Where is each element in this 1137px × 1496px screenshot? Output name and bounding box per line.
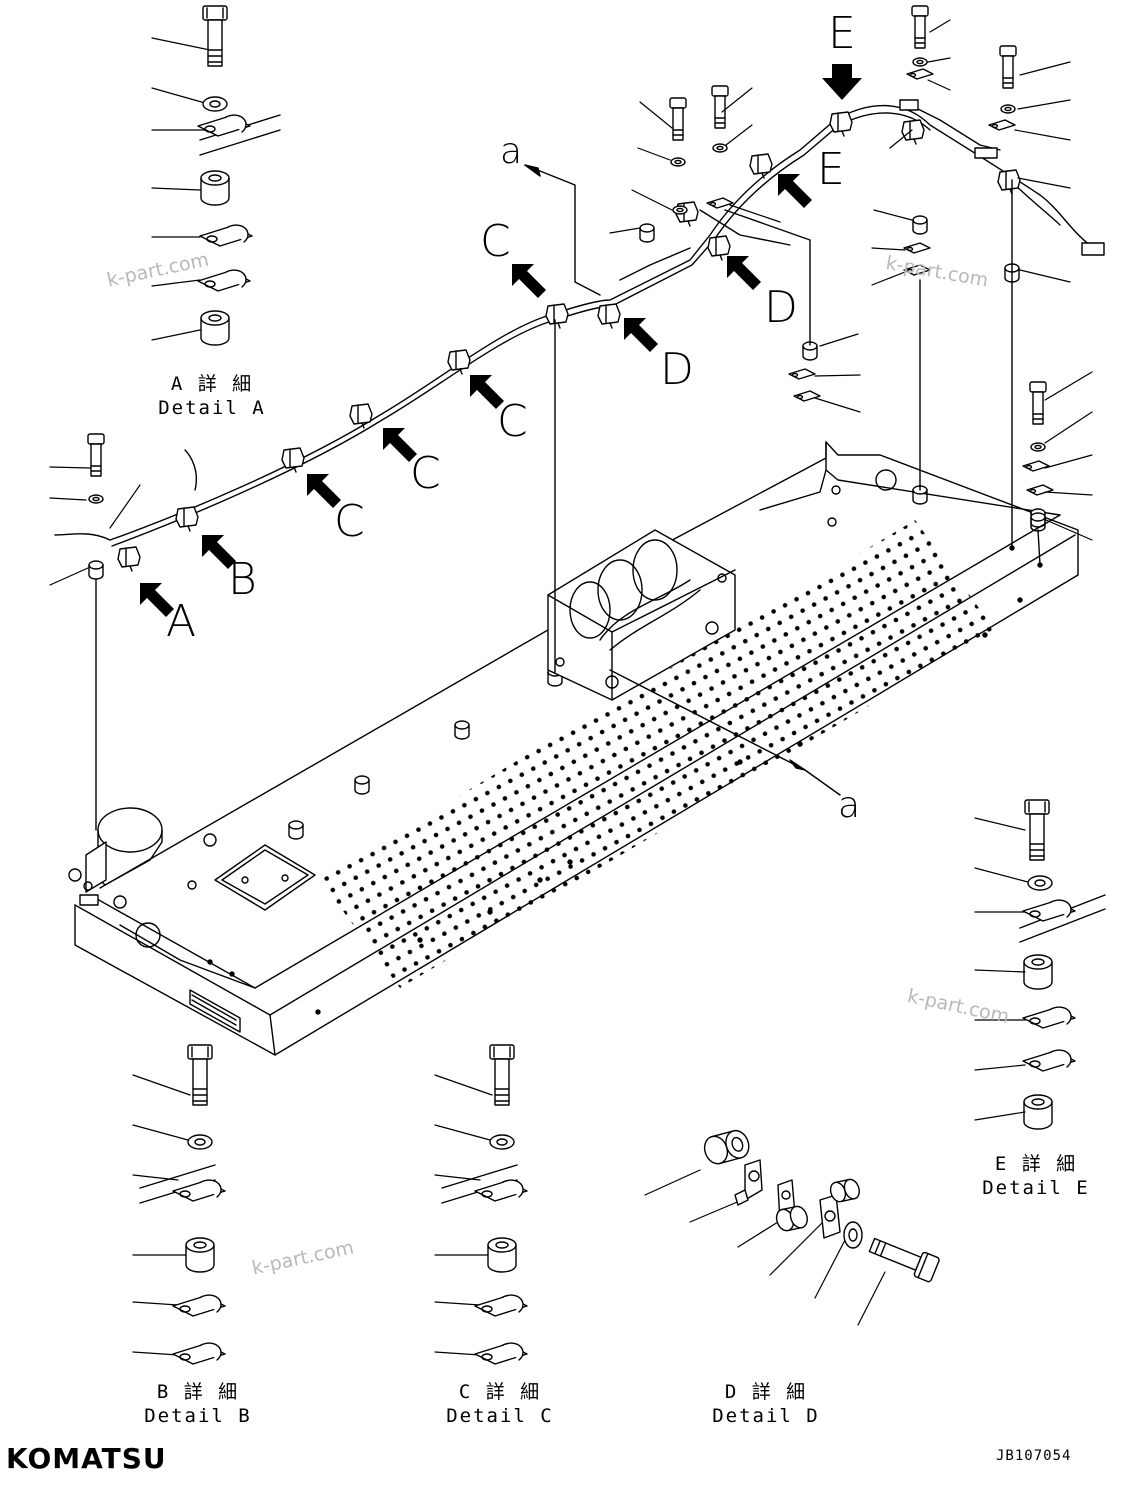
leader-lines (49, 19, 1093, 1356)
arrow-e2 (777, 173, 813, 209)
base-frame (74, 441, 1079, 1056)
detail-a-en: Detail A (158, 397, 266, 419)
arrow-d2 (726, 255, 762, 291)
center-unit (547, 529, 736, 701)
detail-e-label: E 詳 細 Detail E (974, 1152, 1098, 1200)
callout-a-ref2: a (838, 785, 861, 826)
detail-d-parts (703, 1129, 940, 1283)
view-arrows (139, 64, 862, 618)
detail-e-parts (1019, 799, 1106, 1130)
detail-e-en: Detail E (982, 1177, 1090, 1199)
detail-d-jp: D 詳 細 (724, 1381, 808, 1403)
detail-c-parts (441, 1044, 528, 1365)
detail-c-label: C 詳 細 Detail C (438, 1380, 562, 1428)
callout-c2: C (410, 448, 441, 499)
callout-a: A (166, 596, 197, 647)
callout-c1: C (334, 496, 365, 547)
brand-logo: KOMATSU (6, 1442, 167, 1475)
detail-d-label: D 詳 細 Detail D (704, 1380, 828, 1428)
detail-c-en: Detail C (446, 1405, 554, 1427)
detail-b-jp: B 詳 細 (156, 1381, 240, 1403)
callout-c4: C (480, 216, 511, 267)
harness (54, 5, 1105, 831)
detail-a-label: A 詳 細 Detail A (150, 372, 274, 420)
detail-a-parts (197, 5, 281, 346)
left-motor (68, 807, 163, 906)
detail-b-en: Detail B (144, 1405, 252, 1427)
callout-b: B (228, 554, 257, 605)
arrow-d1 (623, 317, 659, 353)
callout-e2: E (817, 144, 845, 195)
callout-c3: C (497, 396, 528, 447)
detail-e-jp: E 詳 細 (994, 1153, 1078, 1175)
arrow-c4 (511, 263, 547, 299)
drawing-code: JB107054 (996, 1448, 1072, 1464)
callout-d2: D (764, 282, 798, 333)
detail-d-en: Detail D (712, 1405, 820, 1427)
callout-d1: D (660, 344, 694, 395)
detail-c-jp: C 詳 細 (458, 1381, 542, 1403)
detail-a-jp: A 詳 細 (170, 373, 254, 395)
detail-b-label: B 詳 細 Detail B (136, 1380, 260, 1428)
arrow-e1 (822, 64, 862, 100)
callout-e1: E (828, 8, 856, 59)
callout-a-ref1: a (500, 131, 523, 172)
detail-b-parts (139, 1044, 226, 1365)
